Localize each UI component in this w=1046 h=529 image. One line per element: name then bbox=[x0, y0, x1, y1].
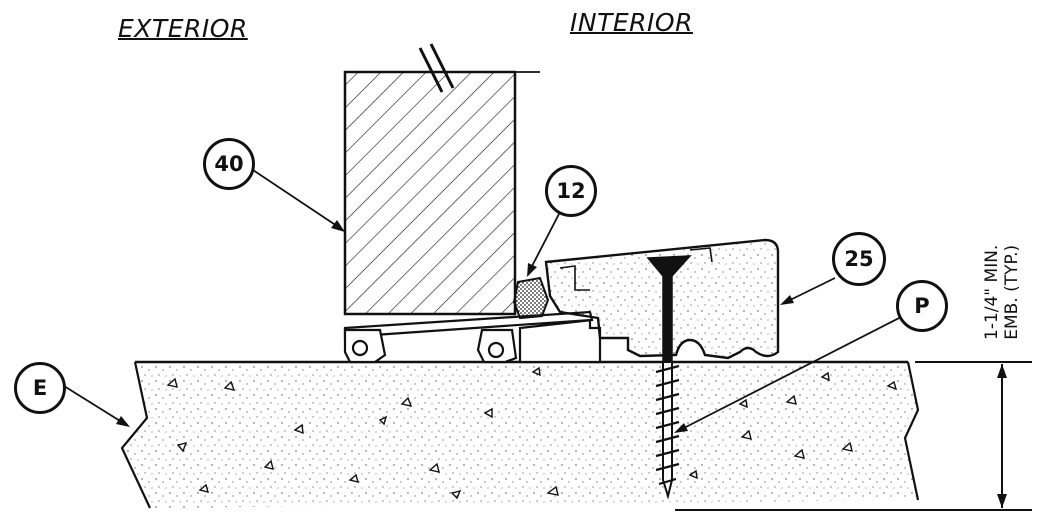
callout-anchor: P bbox=[896, 280, 948, 332]
callout-threshold: 25 bbox=[832, 232, 886, 286]
sill-profile bbox=[343, 310, 602, 364]
door-section bbox=[343, 43, 540, 316]
threshold-body bbox=[544, 238, 780, 360]
exterior-label: EXTERIOR bbox=[118, 14, 248, 43]
aggregate-marks bbox=[166, 366, 898, 500]
break-mark bbox=[418, 43, 455, 93]
dimension-line-2: EMB. (TYP.) bbox=[1002, 244, 1022, 340]
callout-door: 40 bbox=[203, 138, 255, 190]
callout-seal: 12 bbox=[545, 165, 597, 217]
interior-label: INTERIOR bbox=[570, 8, 693, 37]
anchor-screw bbox=[646, 255, 692, 500]
weather-seal bbox=[512, 276, 550, 320]
leader-lines bbox=[63, 167, 906, 433]
dimension-text: 1-1/4" MIN. EMB. (TYP.) bbox=[982, 245, 1022, 340]
embedment-dimension bbox=[675, 361, 1032, 511]
dimension-line-1: 1-1/4" MIN. bbox=[982, 244, 1002, 340]
callout-substrate: E bbox=[14, 362, 66, 414]
concrete-substrate bbox=[120, 360, 920, 509]
